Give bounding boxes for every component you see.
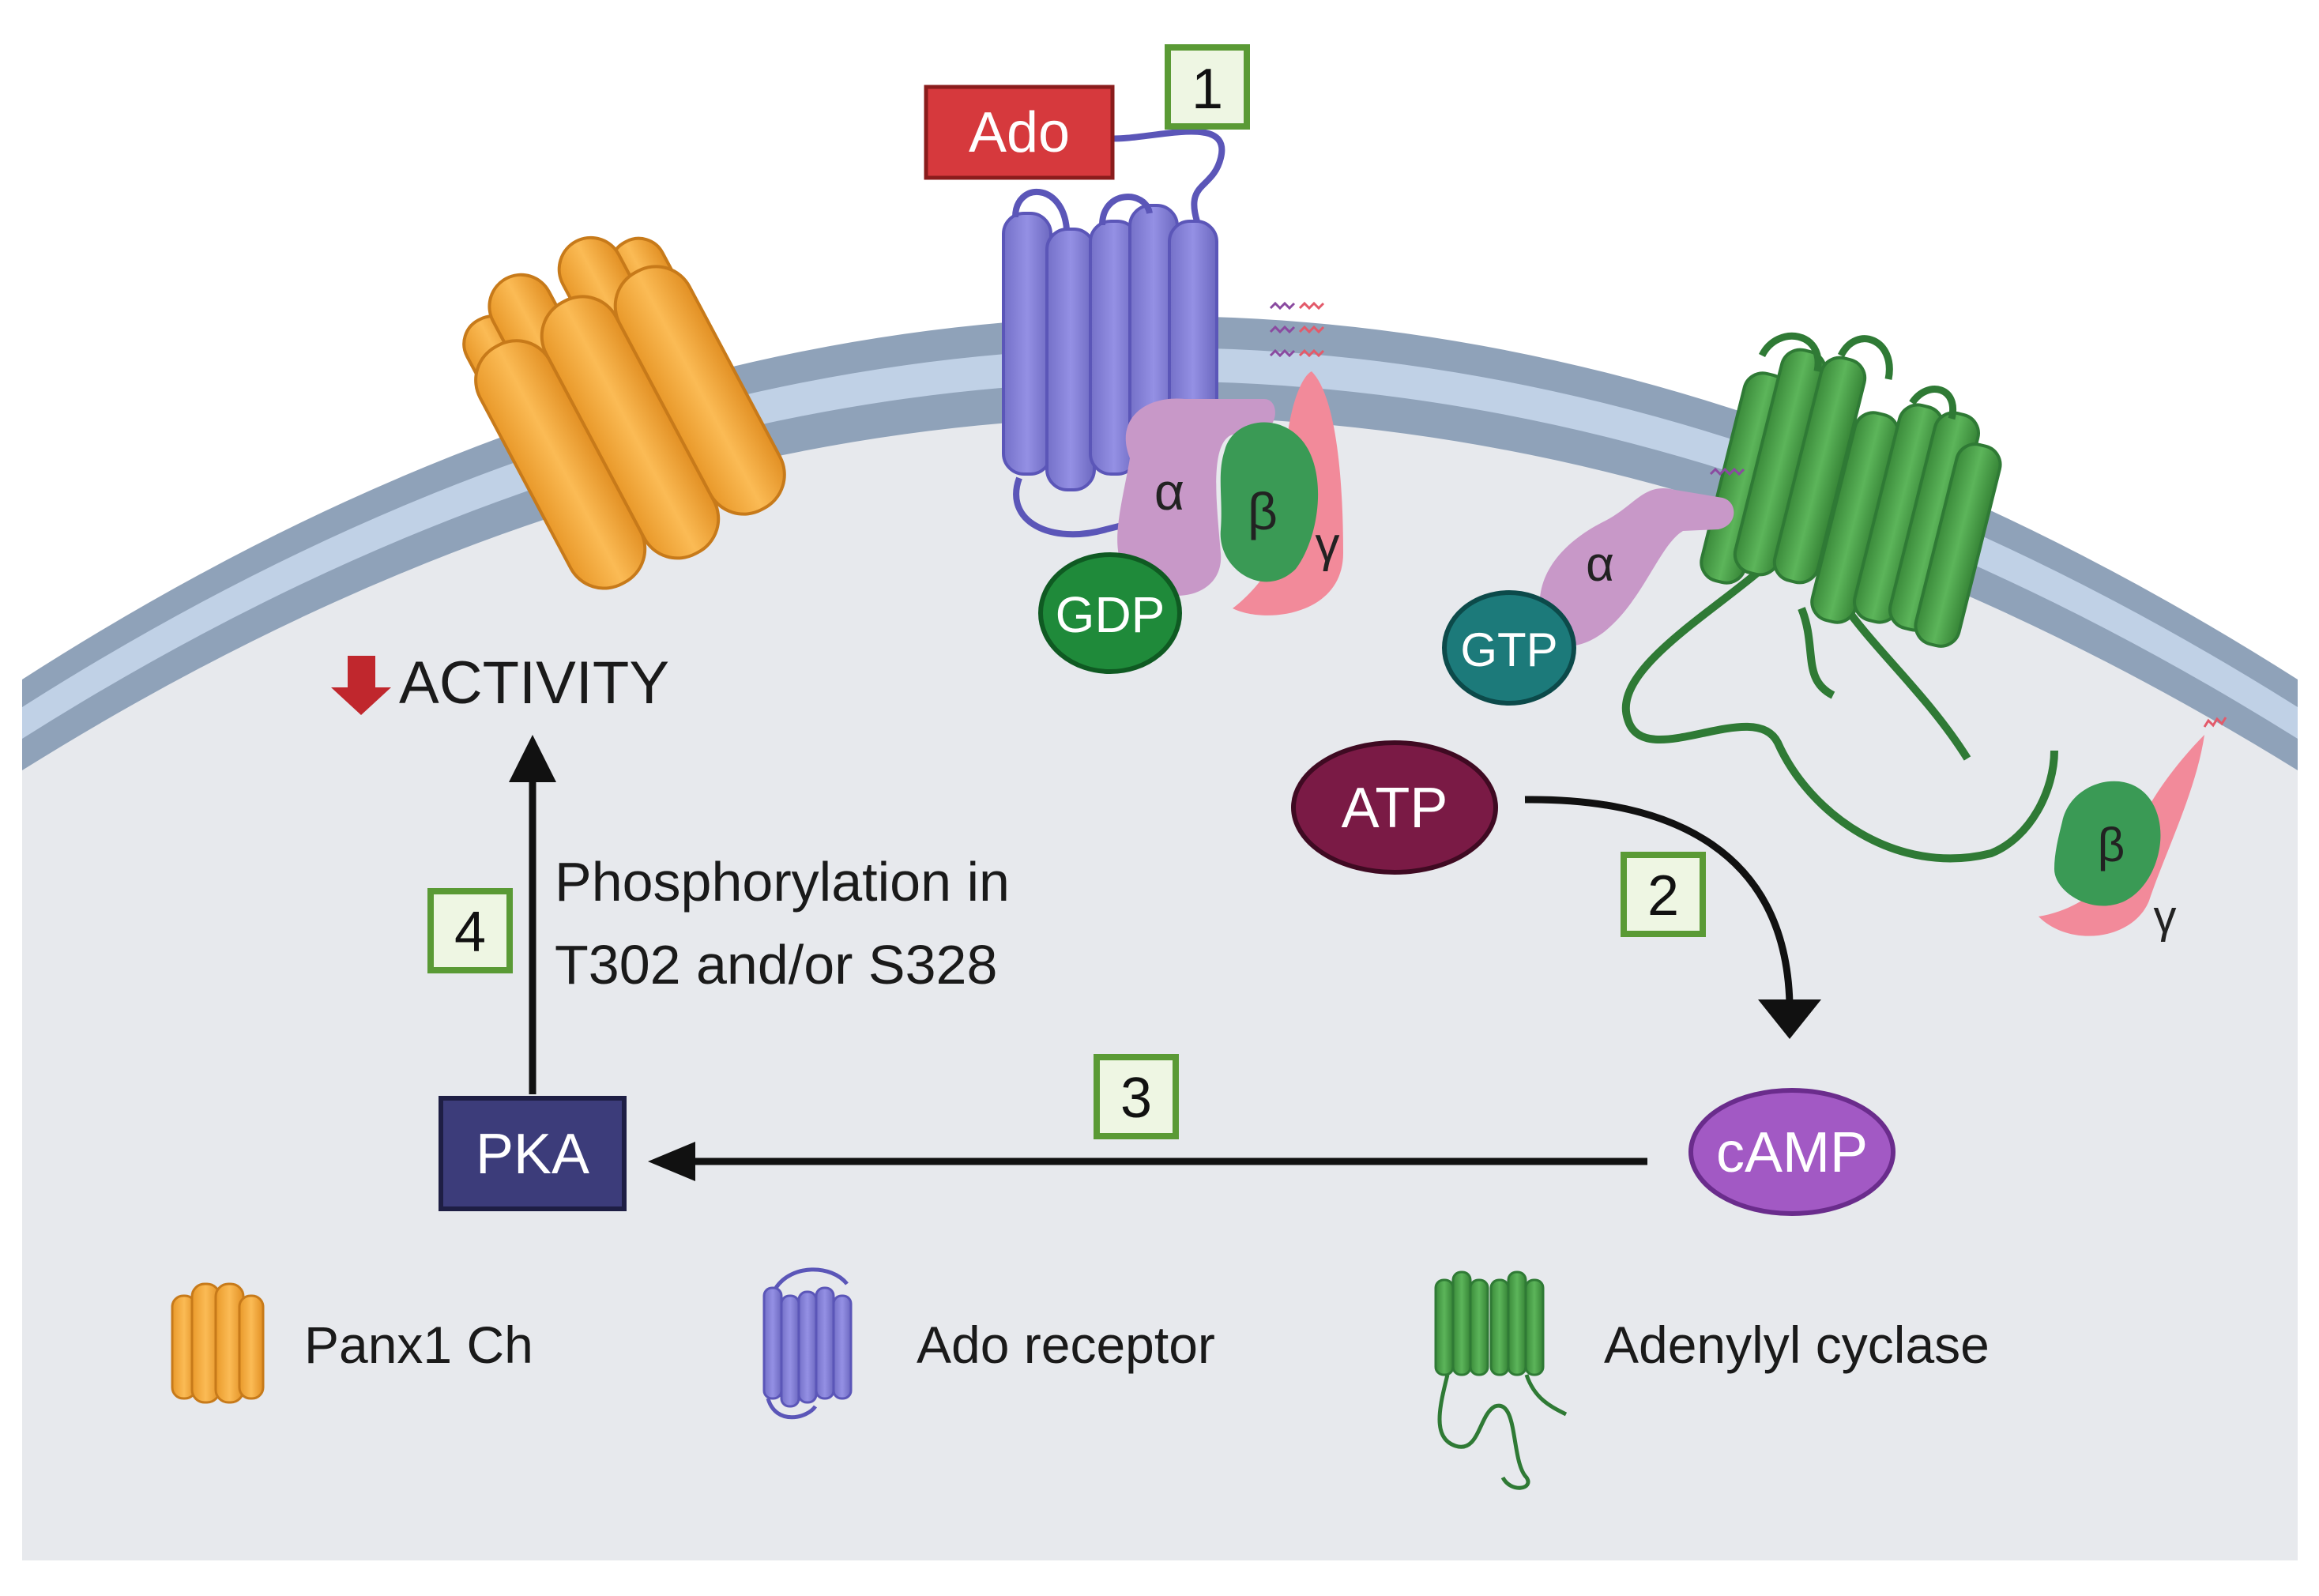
g-beta-subunit bbox=[1220, 422, 1319, 582]
step-3-label: 3 bbox=[1120, 1067, 1152, 1130]
cytoplasm bbox=[22, 416, 2298, 1560]
gtp-molecule bbox=[1442, 590, 1576, 706]
adenylyl-cyclase bbox=[1621, 332, 2058, 863]
step-4-label: 4 bbox=[454, 901, 486, 964]
g-protein-heterotrimer bbox=[1117, 301, 1343, 615]
step-1-label: 1 bbox=[1191, 58, 1223, 121]
legend-panx1-icon bbox=[171, 1282, 265, 1404]
g-gamma-subunit bbox=[1233, 371, 1343, 615]
step-1-box bbox=[1165, 44, 1250, 130]
atp-molecule bbox=[1291, 740, 1498, 875]
g-gamma-free-label: γ bbox=[2154, 891, 2177, 943]
legend-adenylyl-cyclase-icon bbox=[1434, 1270, 1568, 1490]
gtp-label: GTP bbox=[1460, 623, 1557, 676]
legend-ado-receptor-label: Ado receptor bbox=[917, 1316, 1215, 1374]
step-4-box bbox=[427, 888, 513, 973]
g-alpha-active-subunit bbox=[1539, 488, 1734, 646]
step-2-box bbox=[1621, 852, 1706, 937]
activity-label: ACTIVITY bbox=[399, 649, 669, 717]
camp-molecule bbox=[1688, 1088, 1895, 1216]
step-3-box bbox=[1094, 1054, 1179, 1139]
legend-adenylyl-cyclase-label: Adenylyl cyclase bbox=[1604, 1316, 1990, 1374]
panx1-channel bbox=[462, 235, 786, 590]
pka-label: PKA bbox=[476, 1123, 589, 1186]
camp-to-pka-arrowhead bbox=[648, 1142, 695, 1181]
ado-ligand-box bbox=[924, 85, 1115, 180]
phosphorylation-line-1: Phosphorylation in bbox=[555, 851, 1010, 913]
g-alpha-label: α bbox=[1154, 462, 1184, 521]
pka-box bbox=[439, 1096, 627, 1211]
g-beta-free-label: β bbox=[2098, 819, 2125, 871]
ado-label: Ado bbox=[969, 101, 1070, 164]
g-gamma-label: γ bbox=[1316, 518, 1340, 572]
atp-label: ATP bbox=[1342, 777, 1448, 840]
legend: Panx1 Ch Ado receptor Adenylyl cyclase bbox=[171, 1267, 1990, 1490]
atp-to-camp-arrowhead bbox=[1758, 999, 1821, 1039]
ado-receptor bbox=[1002, 128, 1225, 538]
g-alpha-subunit bbox=[1117, 398, 1275, 596]
pka-to-activity-arrowhead bbox=[509, 735, 556, 782]
gdp-molecule bbox=[1038, 552, 1182, 674]
gdp-label: GDP bbox=[1056, 586, 1165, 643]
legend-ado-receptor-icon bbox=[762, 1267, 853, 1420]
camp-label: cAMP bbox=[1716, 1121, 1868, 1184]
phosphorylation-line-2: T302 and/or S328 bbox=[555, 934, 997, 996]
legend-panx1-label: Panx1 Ch bbox=[304, 1316, 533, 1374]
g-alpha-lipid-anchor bbox=[1709, 467, 1745, 476]
atp-to-camp-arrow bbox=[1524, 796, 1794, 1004]
g-alpha-active-label: α bbox=[1586, 537, 1614, 592]
decrease-arrow-icon bbox=[331, 656, 391, 715]
g-beta-gamma-free bbox=[2039, 717, 2227, 936]
g-beta-label: β bbox=[1248, 482, 1278, 540]
step-2-label: 2 bbox=[1647, 864, 1679, 928]
